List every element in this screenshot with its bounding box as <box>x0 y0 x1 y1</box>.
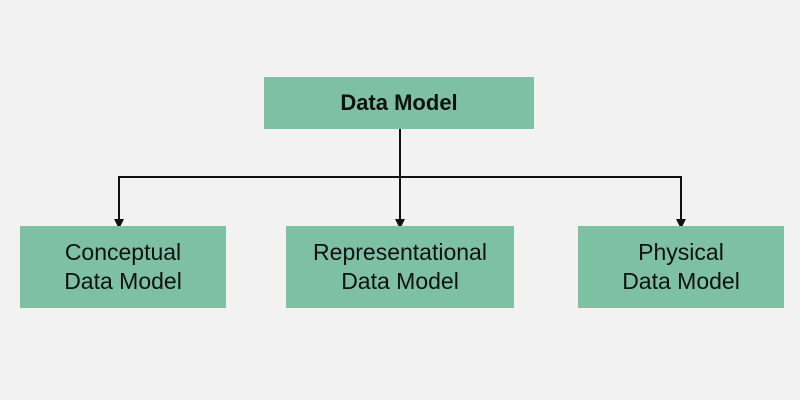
node-label-line-1: Representational <box>313 239 487 265</box>
physical-data-model-node: Physical Data Model <box>578 226 784 308</box>
root-node-label: Data Model <box>340 90 458 115</box>
node-label-line-2: Data Model <box>64 268 182 294</box>
conceptual-data-model-node: Conceptual Data Model <box>20 226 226 308</box>
node-label-line-1: Physical <box>638 239 724 265</box>
node-label-line-1: Conceptual <box>64 239 182 265</box>
representational-data-model-node: Representational Data Model <box>286 226 514 308</box>
node-label-line-2: Data Model <box>622 268 740 294</box>
data-model-root-node: Data Model <box>264 77 534 129</box>
node-label-line-2: Data Model <box>341 268 459 294</box>
